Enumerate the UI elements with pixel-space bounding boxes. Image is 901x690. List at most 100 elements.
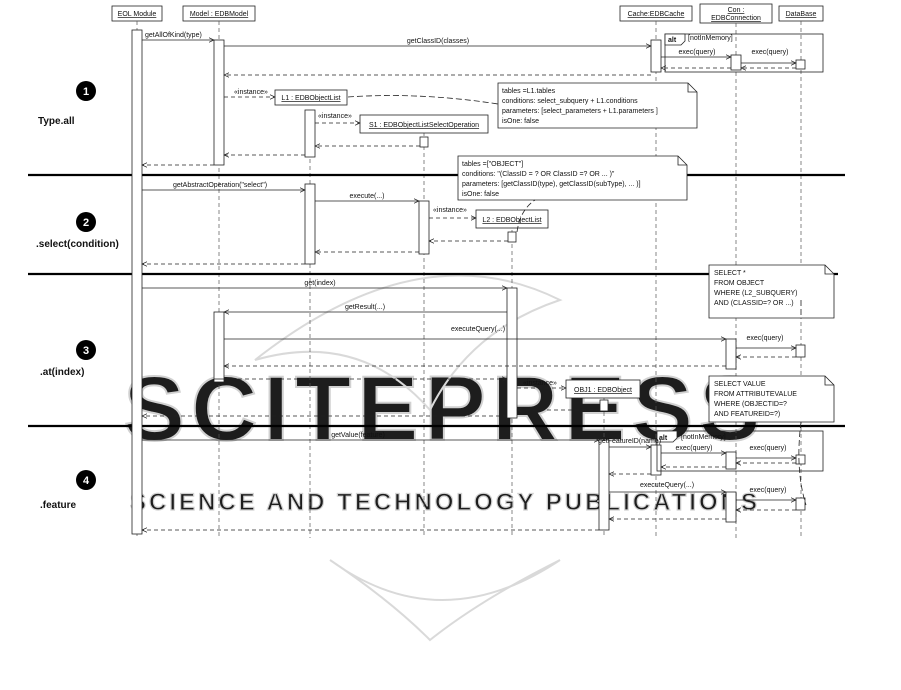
msg-exec-3: exec(query)	[747, 335, 784, 342]
note-connectors	[347, 95, 807, 506]
note-1-line-4: isOne: false	[502, 118, 539, 125]
msg-getResult: getResult(...)	[345, 304, 385, 311]
section-markers: 1 Type.all 2 .select(condition) 3 .at(in…	[36, 81, 119, 511]
activation-db-2	[795, 344, 806, 358]
activation-cache-2	[598, 439, 610, 531]
msg-instance-3: «instance»	[433, 207, 467, 214]
object-s1-label: S1 : EDBObjectListSelectOperation	[369, 122, 479, 129]
activation-db-1	[795, 59, 806, 70]
note-2-line-1: tables =["OBJECT"]	[462, 161, 523, 168]
note-4-fold	[824, 376, 834, 386]
activation-db-3	[795, 454, 806, 465]
object-boxes	[274, 89, 641, 399]
object-obj1-label: OBJ1 : EDBObject	[574, 387, 632, 394]
activation-obj1	[599, 399, 609, 412]
note-2-line-4: isOne: false	[462, 191, 499, 198]
watermark-swoosh	[254, 274, 563, 412]
note-1-line-1: tables =L1.tables	[502, 88, 556, 95]
msg-getValue: getValue(feature)	[331, 432, 385, 439]
msg-exec-5: exec(query)	[750, 445, 787, 452]
note-3-line-3: WHERE (L2_SUBQUERY)	[714, 290, 798, 297]
activation-model-2	[213, 311, 225, 383]
note-1-shape	[497, 82, 698, 129]
msg-getAbstractOperation: getAbstractOperation("select")	[173, 182, 267, 189]
activation-eol	[131, 29, 143, 535]
note-4-line-3: WHERE (OBJECTID=?	[714, 401, 787, 408]
note-2-fold	[677, 156, 687, 166]
msg-execute: execute(...)	[349, 193, 384, 200]
note-4-line-2: FROM ATTRIBUTEVALUE	[714, 391, 797, 398]
object-labels: L1 : EDBObjectList S1 : EDBObjectListSel…	[281, 95, 632, 394]
msg-instance-4: «instance»	[523, 380, 557, 387]
activation-db-4	[795, 497, 806, 511]
instance-arrows	[224, 97, 566, 388]
call-arrows	[142, 40, 796, 500]
msg-executeQuery-1: executeQuery(...)	[451, 326, 505, 333]
message-labels: getAllOfKind(type) getClassID(classes) e…	[145, 32, 788, 494]
lifeline-model-label: Model : EDBModel	[190, 11, 249, 18]
section-1-circle	[76, 81, 96, 101]
note-2-connector	[516, 199, 536, 233]
msg-getIndex: get(index)	[304, 280, 335, 287]
section-separators	[28, 173, 845, 428]
lifeline-con-label-2: EDBConnection	[711, 15, 761, 22]
lifeline-con-label-1: Con :	[728, 7, 745, 14]
alt-fragment-1-tab	[664, 33, 686, 46]
section-4-title: .feature	[40, 500, 77, 511]
alt-fragment-1	[664, 33, 824, 73]
watermark-subtitle: SCIENCE AND TECHNOLOGY PUBLICATIONS	[130, 489, 760, 516]
alt-labels: alt [notInMemory] alt [notInMemory]	[659, 35, 733, 442]
section-1-title: Type.all	[38, 116, 75, 127]
section-2-title: .select(condition)	[36, 239, 119, 250]
activation-s1	[418, 200, 430, 255]
watermark: SCITEPRESS SCIENCE AND TECHNOLOGY PUBLIC…	[123, 274, 761, 642]
note-3-line-1: SELECT *	[714, 270, 746, 277]
watermark-swoosh-lower	[329, 559, 561, 642]
object-l1-label: L1 : EDBObjectList	[281, 95, 340, 102]
lifeline-db-label: DataBase	[786, 11, 817, 18]
note-2-line-2: conditions: "(ClassID = ? OR ClassID =? …	[462, 171, 615, 178]
note-1-line-2: conditions: select_subquery + L1.conditi…	[502, 98, 638, 105]
section-3-title: .at(index)	[40, 367, 84, 378]
alt-fragment-2-tab	[656, 430, 678, 443]
note-4-line-1: SELECT VALUE	[714, 381, 766, 388]
msg-instance-1: «instance»	[234, 89, 268, 96]
lifelines	[136, 21, 802, 538]
object-l2-label: L2 : EDBObjectList	[482, 217, 541, 224]
alt-2-guard: [notInMemory]	[681, 434, 726, 441]
activation-con-2	[725, 338, 737, 370]
alt-1-guard: [notInMemory]	[688, 35, 733, 42]
activation-l2	[506, 287, 518, 419]
lifeline-eol-label: EOL Module	[118, 11, 157, 18]
activation-l2-small	[507, 231, 517, 243]
note-4-shape	[708, 375, 835, 423]
lifeline-cache-label: Cache:EDBCache	[628, 11, 685, 18]
note-1-connector	[347, 95, 499, 105]
section-2-circle	[76, 212, 96, 232]
note-2-shape	[457, 155, 688, 201]
msg-instance-2: «instance»	[318, 113, 352, 120]
note-texts: tables =L1.tables conditions: select_sub…	[462, 88, 798, 418]
note-3-line-2: FROM OBJECT	[714, 280, 765, 287]
msg-getClassID: getClassID(classes)	[407, 38, 469, 45]
alt-2-operator: alt	[659, 435, 668, 442]
msg-getFeatureID: getFeatureID(name)	[598, 438, 661, 445]
alt-fragment-2	[656, 430, 824, 472]
alt-fragments	[656, 33, 824, 472]
msg-exec-4: exec(query)	[676, 445, 713, 452]
msg-executeQuery-2: executeQuery(...)	[640, 482, 694, 489]
section-4-number: 4	[83, 475, 90, 487]
activation-s1-small	[419, 136, 429, 148]
activation-con-4	[725, 491, 737, 523]
activation-con-1	[730, 54, 742, 71]
activation-model-1	[213, 39, 225, 166]
section-3-circle	[76, 340, 96, 360]
notes	[457, 82, 835, 423]
note-3-line-4: AND (CLASSID=? OR ...)	[714, 300, 794, 307]
return-arrows	[142, 68, 796, 530]
msg-exec-6: exec(query)	[750, 487, 787, 494]
lifeline-labels: EOL Module Model : EDBModel Cache:EDBCac…	[118, 7, 817, 22]
section-1-number: 1	[83, 86, 89, 98]
msg-exec-2: exec(query)	[752, 49, 789, 56]
